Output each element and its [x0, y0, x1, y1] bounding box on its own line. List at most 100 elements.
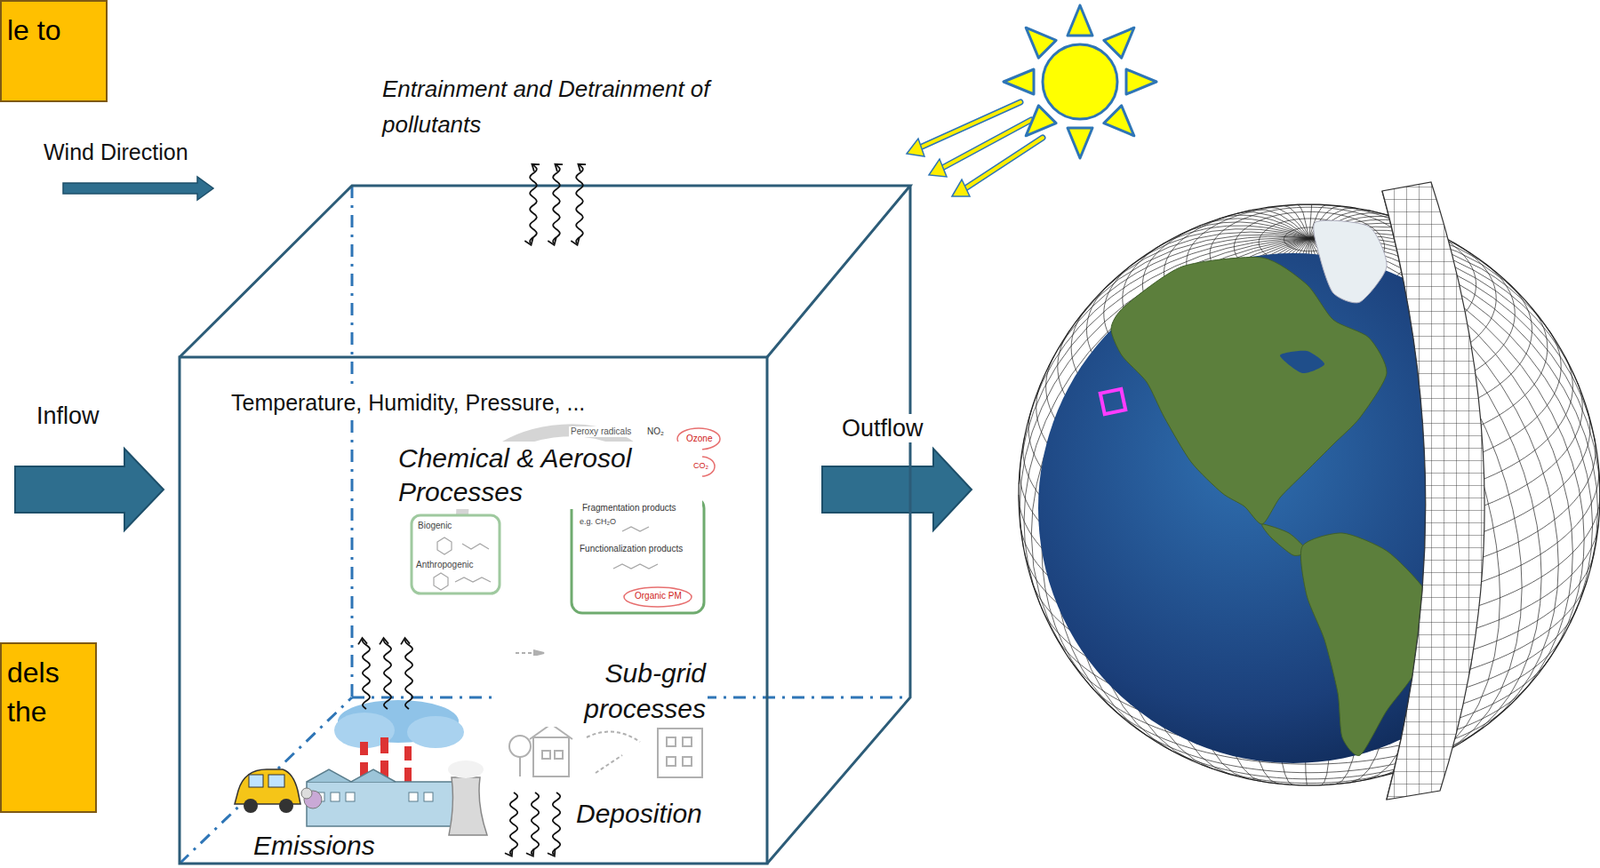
sub-grid-inset — [519, 757, 521, 777]
emissions-illustration — [448, 760, 484, 779]
sun — [1104, 105, 1135, 136]
emissions-illustration — [234, 769, 301, 805]
wind-arrow — [63, 176, 214, 200]
sun — [1042, 44, 1118, 120]
process-label: Deposition — [576, 798, 703, 831]
sunlight-rays — [906, 138, 925, 157]
wavy-arrows — [531, 792, 539, 856]
emissions-illustration — [301, 788, 312, 800]
sunlight-rays — [928, 159, 947, 177]
emissions-illustration — [248, 775, 264, 788]
chemistry-label: e.g. CH₂O — [579, 517, 616, 528]
globe — [1300, 533, 1440, 757]
sun — [1104, 27, 1135, 58]
wavy-arrows — [510, 792, 518, 856]
globe — [1313, 220, 1387, 304]
globe — [1262, 524, 1307, 556]
sub-grid-inset — [554, 751, 563, 760]
sunlight-rays — [906, 138, 970, 197]
emissions-illustration — [408, 792, 418, 802]
note-box: dels the — [0, 642, 97, 814]
wavy-arrows — [576, 165, 584, 244]
emissions-illustration — [448, 777, 488, 836]
wavy-arrows — [362, 640, 370, 710]
sun — [1003, 69, 1034, 95]
chemistry-inset — [613, 564, 658, 569]
note-text: le to — [7, 10, 101, 50]
emissions-illustration — [407, 716, 464, 749]
chemistry-inset — [571, 497, 704, 614]
emissions-illustration — [380, 753, 389, 761]
variables-label: Temperature, Humidity, Pressure, ... — [229, 389, 587, 416]
grid-cell-cube — [767, 185, 911, 864]
flow-label: Outflow — [840, 414, 926, 443]
grid-cell-cube — [179, 185, 911, 864]
chemistry-inset — [437, 537, 452, 555]
sub-grid-inset — [682, 757, 692, 767]
chemistry-inset — [433, 573, 448, 591]
sub-grid-inset — [682, 737, 692, 747]
emissions-illustration — [345, 792, 355, 802]
wavy-arrows — [552, 792, 560, 856]
sun — [1126, 69, 1157, 95]
sub-grid-inset — [586, 732, 640, 743]
chemistry-label: Ozone — [686, 433, 712, 445]
chemistry-label: Biogenic — [417, 520, 452, 532]
sub-grid-inset — [533, 737, 569, 777]
sunlight-rays — [965, 137, 1043, 189]
process-label: Entrainment and Detrainment of pollutant… — [382, 71, 774, 143]
chemistry-label: Functionalization products — [579, 544, 683, 555]
sun — [1025, 27, 1056, 58]
emissions-illustration — [306, 782, 458, 827]
wavy-arrows — [384, 640, 392, 710]
note-box: le to — [0, 0, 108, 103]
emissions-illustration — [330, 792, 340, 802]
sun — [1003, 5, 1157, 159]
emissions-illustration — [243, 799, 258, 814]
inflow-arrow — [15, 448, 164, 531]
sub-grid-inset — [542, 751, 551, 760]
chemistry-label: Anthropogenic — [416, 560, 474, 571]
sun — [1067, 5, 1093, 36]
sunlight-rays — [920, 102, 1043, 189]
sunlight-rays — [920, 102, 1021, 148]
emissions-illustration — [268, 775, 285, 788]
emissions-illustration — [360, 755, 368, 763]
globe — [1382, 191, 1426, 800]
chemistry-label: Fragmentation products — [582, 503, 677, 514]
process-label: Chemical & Aerosol Processes — [396, 441, 703, 510]
sun — [1067, 128, 1093, 159]
wavy-arrows — [405, 640, 413, 710]
grid-cell-cube — [179, 357, 768, 864]
wavy-arrows — [552, 165, 560, 244]
chemistry-label: Organic PM — [634, 591, 682, 602]
chemistry-inset — [622, 527, 649, 532]
axis-label: Wind Direction — [43, 138, 189, 166]
chemistry-label: CO₂ — [693, 461, 709, 472]
outflow-arrow — [822, 448, 972, 531]
sunlight-rays — [942, 120, 1032, 168]
sunlight-rays — [952, 179, 970, 197]
emissions-illustration — [404, 760, 412, 768]
emissions-illustration — [424, 792, 433, 802]
sunlight-rays — [965, 137, 1043, 189]
chemistry-inset — [411, 515, 500, 594]
chemistry-inset — [433, 527, 658, 591]
globe — [1038, 253, 1549, 764]
sub-grid-inset — [595, 755, 623, 774]
flow-label: Inflow — [36, 401, 100, 431]
sunlight-rays — [942, 120, 1032, 168]
chemistry-inset — [624, 587, 692, 608]
sunlight-rays — [906, 102, 1043, 197]
sub-grid-inset — [666, 737, 676, 747]
globe — [1018, 204, 1600, 786]
chemistry-label: NO₂ — [647, 426, 664, 438]
chemistry-inset — [455, 577, 491, 583]
globe — [1280, 351, 1325, 374]
note-text: dels the — [7, 653, 90, 732]
sub-grid-inset — [666, 757, 676, 767]
globe — [1018, 204, 1600, 786]
emissions-illustration — [234, 700, 488, 836]
